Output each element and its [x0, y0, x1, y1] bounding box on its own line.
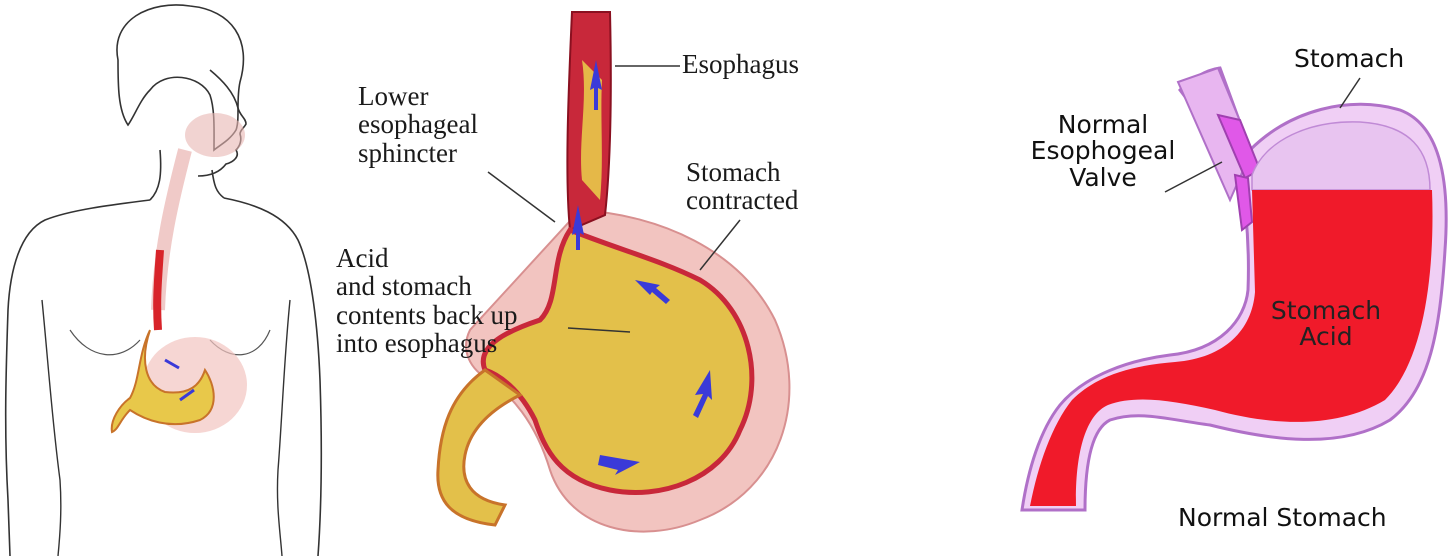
normal-stomach-icon	[990, 0, 1456, 556]
stomach-label: Stomach	[1294, 46, 1404, 72]
valve-label: Normal Esophogeal Valve	[1008, 112, 1198, 191]
stomach-acid-label: Stomach Acid	[1256, 298, 1396, 351]
esophagus-label: Esophagus	[682, 50, 799, 78]
normal-stomach-panel: Stomach Normal Esophogeal Valve Stomach …	[990, 0, 1456, 556]
female-figure-panel	[0, 0, 330, 556]
normal-stomach-caption: Normal Stomach	[1178, 505, 1387, 531]
sphincter-label: Lower esophageal sphincter	[358, 82, 478, 167]
reflux-panel: Esophagus Lower esophageal sphincter Sto…	[320, 0, 860, 556]
female-figure-icon	[0, 0, 330, 556]
stomach-contracted-label: Stomach contracted	[686, 158, 798, 215]
acid-backup-label: Acid and stomach contents back up into e…	[336, 244, 517, 357]
